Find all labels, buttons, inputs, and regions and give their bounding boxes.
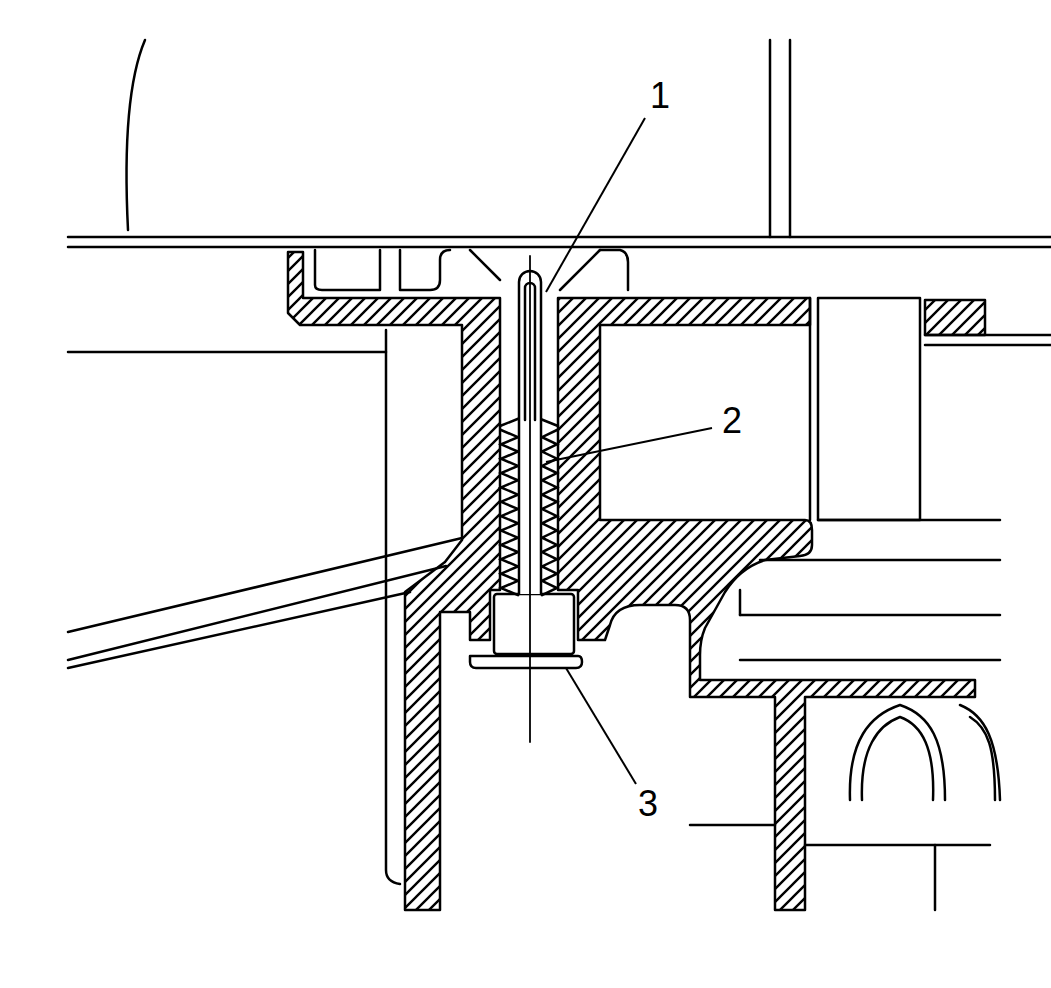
outline-lines (740, 659, 1000, 662)
callout-number: 3 (635, 785, 661, 823)
spring (501, 430, 518, 595)
pin (519, 256, 541, 742)
outline-lines (68, 351, 386, 354)
outline-lines (740, 614, 1000, 617)
outline-lines (68, 566, 446, 660)
outline-lines (386, 330, 400, 884)
outline-lines (789, 40, 792, 237)
outline-lines (68, 246, 1051, 249)
outline-lines (68, 538, 462, 632)
outline-lines (862, 717, 933, 800)
outline-lines (68, 592, 410, 668)
housing-section (925, 300, 985, 335)
leader-lines (546, 118, 712, 784)
housing-section (288, 252, 985, 910)
spring (542, 430, 557, 595)
piston (494, 594, 574, 654)
housing-section (288, 252, 500, 910)
outline-lines (960, 705, 1000, 800)
callout-number: 2 (719, 402, 745, 440)
outline-lines (934, 845, 937, 910)
outline-lines (925, 344, 1051, 347)
piston (470, 656, 582, 668)
outline-lines (400, 250, 450, 290)
outline-lines (769, 40, 772, 237)
outline-lines (739, 590, 742, 615)
outline-lines (127, 40, 145, 230)
outline-lines (818, 298, 920, 520)
leader-lines (546, 118, 645, 292)
outline-lines (809, 298, 812, 520)
leader-lines (566, 668, 636, 784)
outline-lines (68, 40, 1051, 910)
outline-lines (850, 705, 945, 800)
outline-lines (315, 250, 380, 290)
outline-lines (760, 559, 1000, 562)
outline-lines (805, 844, 990, 847)
outline-lines (600, 250, 628, 290)
leader-lines (546, 428, 712, 462)
outline-lines (68, 236, 1051, 239)
housing-section (558, 298, 975, 910)
pin (529, 256, 531, 742)
outline-lines (970, 717, 995, 800)
outline-lines (818, 519, 1000, 522)
piston (470, 594, 582, 668)
callout-number: 1 (647, 77, 673, 115)
outline-lines (690, 824, 775, 827)
